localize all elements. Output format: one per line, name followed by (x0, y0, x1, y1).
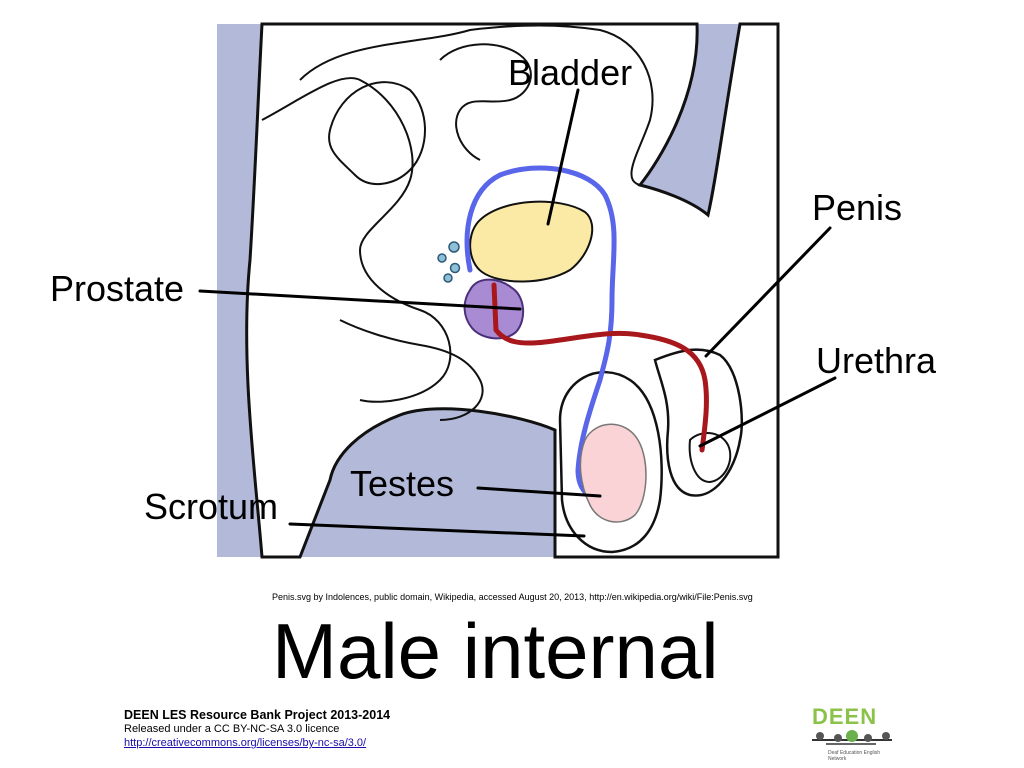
label-scrotum: Scrotum (144, 486, 279, 527)
scrotum-leader-line (288, 522, 586, 538)
logo-wordmark: DEEN (812, 704, 878, 729)
testes-leader-line (476, 486, 602, 498)
label-penis: Penis (812, 187, 903, 228)
rectum-outline (339, 319, 484, 421)
urethra (491, 282, 709, 453)
footer: DEEN LES Resource Bank Project 2013-2014… (124, 708, 390, 750)
urethra-leader-line (698, 376, 837, 448)
label-prostate: Prostate (50, 268, 185, 309)
footer-license: Released under a CC BY-NC-SA 3.0 licence (124, 723, 340, 735)
label-testes: Testes (350, 463, 455, 504)
pelvis-outline (328, 81, 426, 186)
seminal-vesicles (437, 241, 461, 283)
vas-deferens (464, 165, 617, 501)
bladder (469, 200, 594, 283)
label-urethra: Urethra (816, 340, 937, 381)
sacrum-curve (261, 77, 452, 403)
slide-title: Male internal (272, 607, 719, 695)
penis-leader-line (704, 226, 832, 358)
testis (579, 423, 647, 523)
logo-subtitle: Deaf Education English Network (828, 750, 880, 762)
footer-license-link[interactable]: http://creativecommons.org/licenses/by-n… (124, 737, 367, 749)
footer-project: DEEN LES Resource Bank Project 2013-2014 (124, 708, 391, 722)
label-bladder: Bladder (508, 52, 633, 93)
bladder-leader-line (546, 88, 580, 226)
deen-logo: DEEN Deaf Education English Network (806, 704, 898, 764)
intestine-loop (439, 43, 532, 161)
body-contour (299, 24, 654, 186)
image-credit: Penis.svg by Indolences, public domain, … (272, 592, 753, 602)
glans-outline (688, 432, 732, 484)
logo-icon (812, 730, 892, 745)
prostate-leader-line (198, 289, 522, 311)
penis-outline (653, 348, 744, 497)
